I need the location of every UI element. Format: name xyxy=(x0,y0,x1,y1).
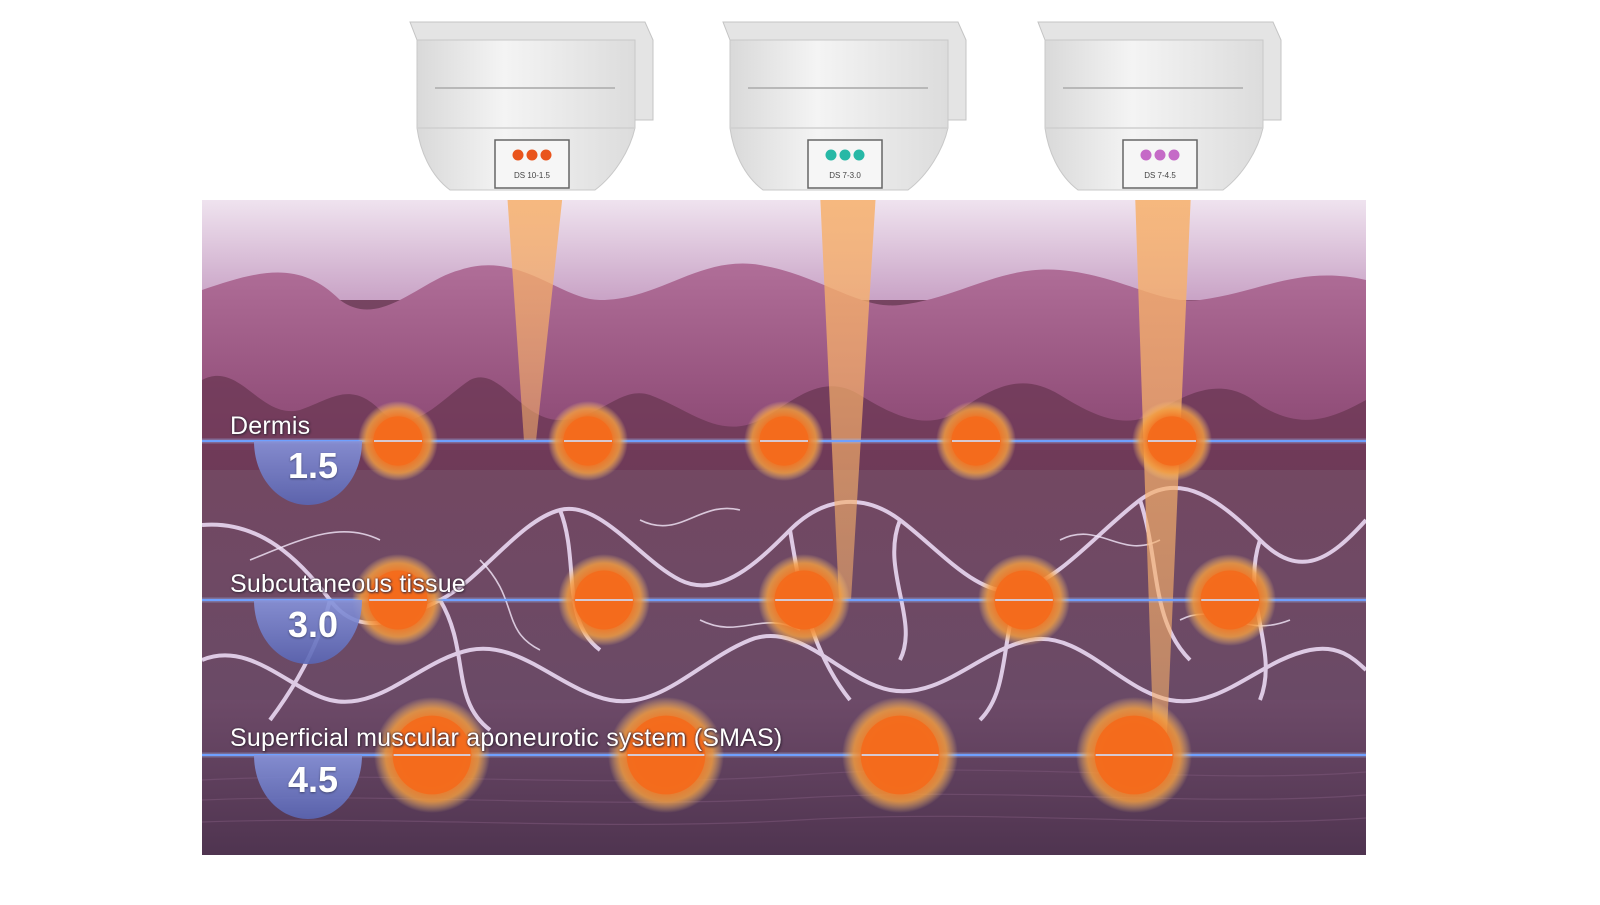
indicator-dot xyxy=(540,149,552,161)
energy-beam xyxy=(507,200,563,441)
indicator-dot xyxy=(839,149,851,161)
transducer-cartridge: DS 7-3.0 xyxy=(722,21,967,191)
depth-value: 3.0 xyxy=(287,604,339,645)
indicator-dot xyxy=(1140,149,1152,161)
cartridge-body xyxy=(1044,39,1264,191)
indicator-dot xyxy=(825,149,837,161)
depth-badge xyxy=(254,600,362,664)
tissue-cross-section xyxy=(202,200,1366,855)
depth-badge xyxy=(254,755,362,819)
indicator-dot xyxy=(853,149,865,161)
transducer-cartridge: DS 10-1.5 xyxy=(409,21,654,191)
layer-name: Subcutaneous tissue xyxy=(230,570,466,598)
indicator-dot xyxy=(526,149,538,161)
layer-name: Superficial muscular aponeurotic system … xyxy=(230,724,783,752)
cartridge-window xyxy=(807,139,883,189)
transducers: DS 10-1.5 DS 7-3.0 DS 7-4.5 xyxy=(409,21,1282,191)
indicator-dot xyxy=(512,149,524,161)
depth-badge xyxy=(254,441,362,505)
depth-value: 4.5 xyxy=(287,759,339,800)
energy-beam xyxy=(820,200,876,600)
cartridge-label: DS 7-3.0 xyxy=(829,171,861,180)
cartridge-label: DS 7-4.5 xyxy=(1144,171,1176,180)
layer-name: Dermis xyxy=(230,412,311,440)
cartridge-window xyxy=(1122,139,1198,189)
focal-points xyxy=(352,401,1276,813)
cartridge-body xyxy=(729,39,949,191)
indicator-dot xyxy=(1168,149,1180,161)
transducer-cartridge: DS 7-4.5 xyxy=(1037,21,1282,191)
cartridge-window xyxy=(494,139,570,189)
depth-value: 1.5 xyxy=(287,445,339,486)
cartridge-label: DS 10-1.5 xyxy=(514,171,551,180)
indicator-dot xyxy=(1154,149,1166,161)
cartridge-body xyxy=(416,39,636,191)
